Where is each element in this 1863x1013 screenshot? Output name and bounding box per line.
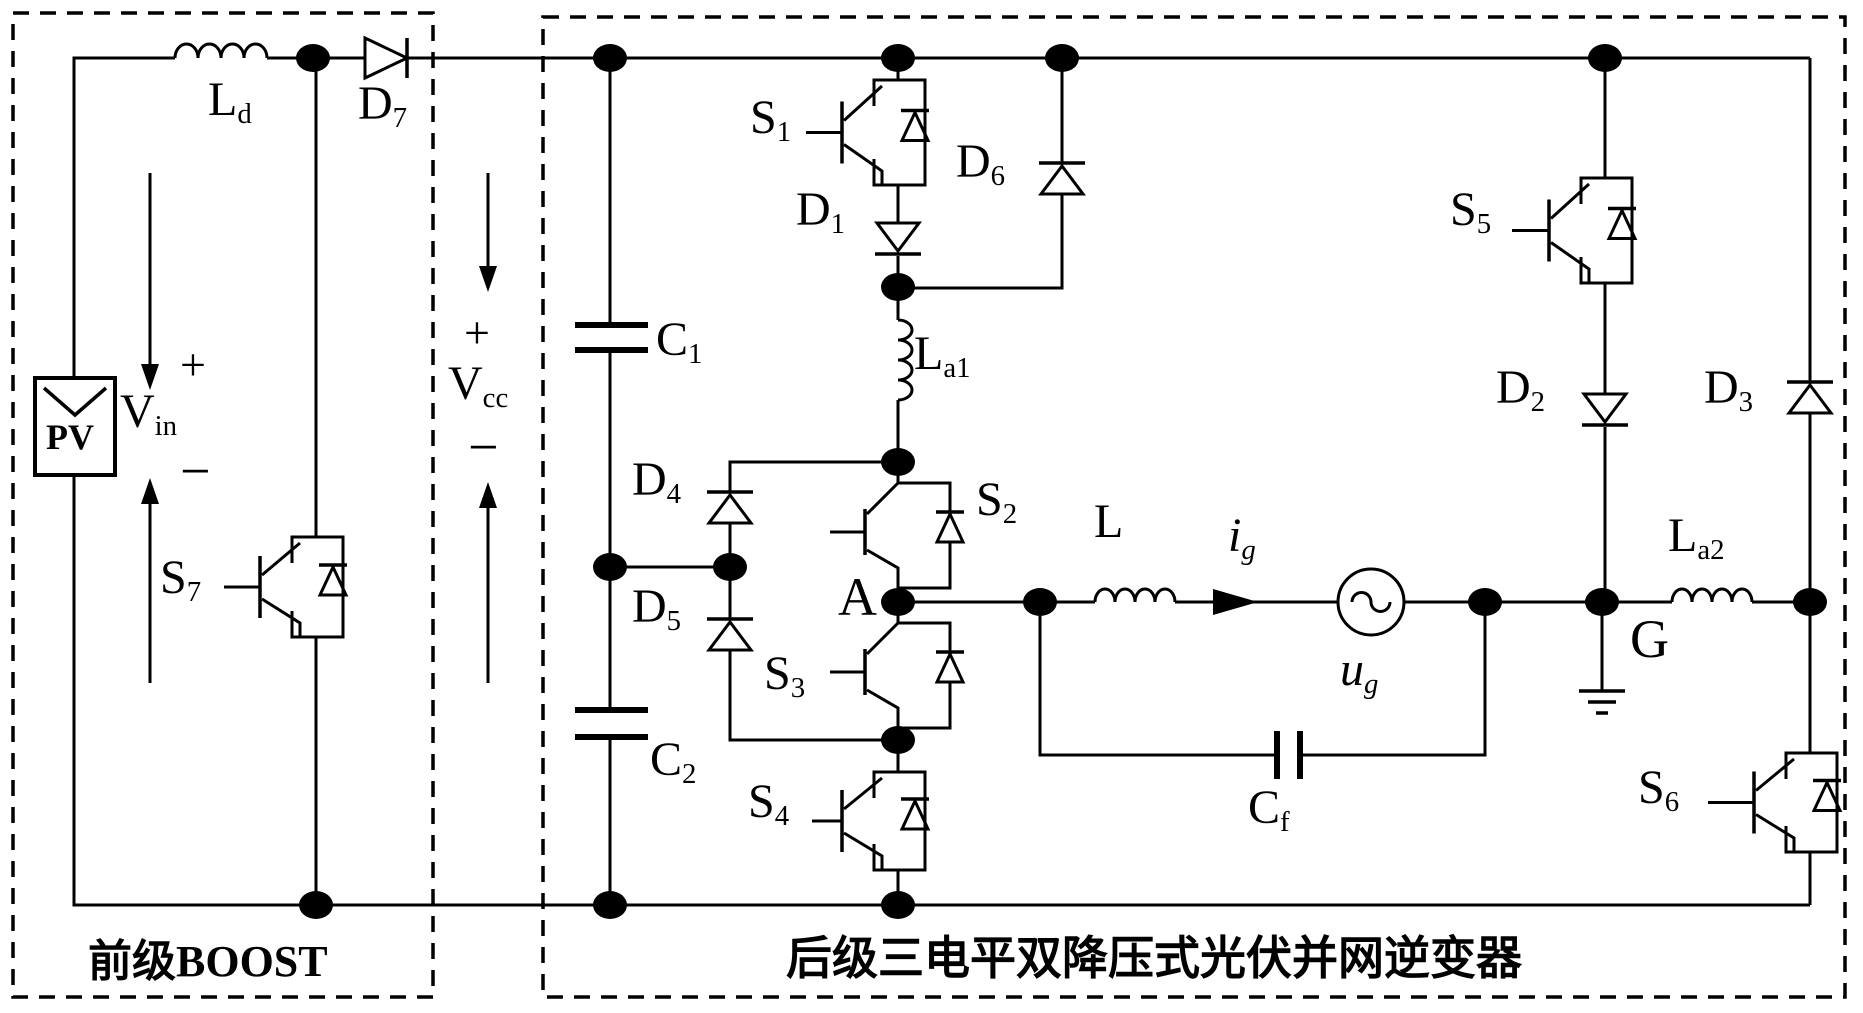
- label-s3: S3: [764, 647, 806, 705]
- label-node-g: G: [1630, 609, 1669, 669]
- vcc-minus-sign: −: [468, 417, 499, 477]
- capacitor-c1-icon: [575, 322, 648, 353]
- igbt-s3-icon: [830, 602, 966, 740]
- label-c1: C1: [656, 313, 703, 371]
- vcc-plus-sign: +: [464, 307, 490, 358]
- label-vin: Vin: [120, 385, 178, 443]
- vcc-polarity-arrows: [479, 173, 497, 683]
- label-cf: Cf: [1248, 781, 1290, 839]
- igbt-s5-icon: [1512, 176, 1638, 285]
- label-node-a: A: [838, 567, 877, 627]
- capacitor-c2-icon: [575, 707, 648, 740]
- boost-stage-caption: 前级BOOST: [88, 937, 328, 986]
- grid-current-arrow: [1213, 589, 1258, 615]
- capacitor-cf-icon: [1274, 731, 1303, 779]
- diode-d5-icon: [706, 617, 754, 652]
- label-pv: PV: [46, 417, 94, 457]
- diode-d2-icon: [1581, 392, 1629, 427]
- label-l: L: [1094, 495, 1124, 548]
- igbt-s4-icon: [812, 770, 931, 872]
- diode-d6-icon: [1038, 161, 1086, 196]
- diode-d4-icon: [706, 490, 754, 525]
- label-c2: C2: [650, 733, 697, 791]
- inductor-la2-icon: [1670, 587, 1754, 603]
- inductor-ld-icon: [173, 42, 269, 59]
- label-s4: S4: [748, 775, 790, 833]
- inverter-stage-caption: 后级三电平双降压式光伏并网逆变器: [786, 933, 1522, 984]
- label-ug: ug: [1340, 643, 1379, 701]
- igbt-s1-icon: [806, 78, 931, 187]
- label-la1: La1: [914, 327, 971, 385]
- label-d1: D1: [796, 183, 846, 241]
- label-vcc: Vcc: [448, 357, 509, 415]
- igbt-s6-icon: [1708, 751, 1843, 854]
- vin-minus-sign: −: [180, 441, 211, 501]
- ground-icon: [1579, 689, 1625, 715]
- junction-dots: [296, 44, 1827, 919]
- label-d4: D4: [632, 453, 682, 511]
- diode-d7-icon: [363, 35, 411, 81]
- label-d3: D3: [1704, 361, 1754, 419]
- label-la2: La2: [1668, 509, 1725, 567]
- label-ld: Ld: [208, 73, 252, 131]
- igbt-s2-icon: [830, 462, 966, 602]
- inverter-stage-border: [541, 15, 1847, 999]
- label-d5: D5: [632, 580, 682, 638]
- label-s2: S2: [976, 473, 1018, 531]
- label-s1: S1: [750, 91, 792, 149]
- inductor-l-icon: [1093, 587, 1177, 603]
- label-s6: S6: [1638, 761, 1680, 819]
- igbt-s7-icon: [224, 535, 349, 639]
- pv-panel-icon: [33, 376, 117, 477]
- diode-d3-icon: [1786, 380, 1834, 415]
- label-s7: S7: [160, 551, 202, 609]
- inductor-la1-icon: [897, 318, 914, 402]
- label-d7: D7: [358, 77, 408, 135]
- diode-d1-icon: [874, 221, 922, 256]
- label-s5: S5: [1450, 183, 1492, 241]
- label-d6: D6: [956, 135, 1006, 193]
- boost-stage-border: [11, 11, 435, 999]
- ac-grid-source-icon: [1336, 567, 1406, 637]
- label-d2: D2: [1496, 361, 1546, 419]
- vin-plus-sign: +: [180, 339, 206, 390]
- label-ig: ig: [1228, 509, 1256, 567]
- wire-set: [72, 56, 1812, 907]
- vin-polarity-arrows: [141, 173, 159, 683]
